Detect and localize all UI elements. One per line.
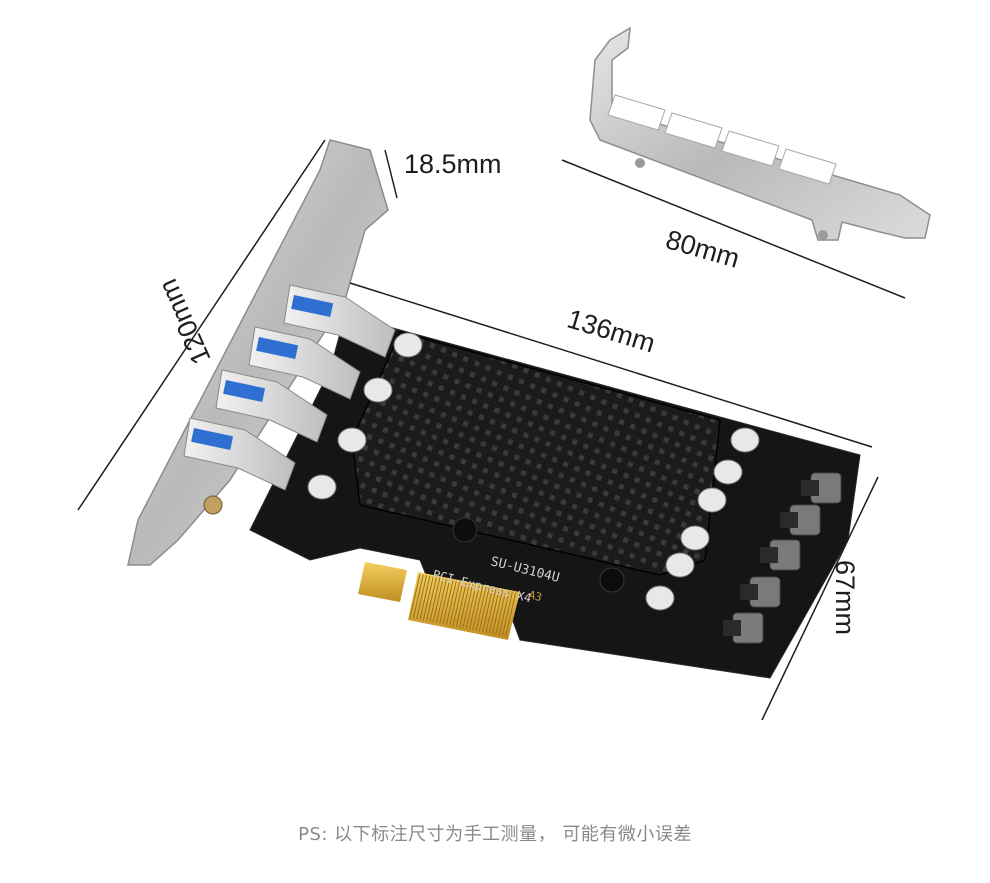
capacitor [363, 377, 393, 403]
usb-ports [183, 284, 396, 491]
dimension-lines [77, 139, 906, 721]
usb-port [215, 369, 328, 443]
capacitor [337, 427, 367, 453]
spare-low-profile-bracket [589, 26, 931, 241]
capacitor [307, 474, 337, 500]
inductor [780, 504, 821, 536]
inductor [723, 612, 764, 644]
capacitor [713, 459, 743, 485]
inductor [801, 472, 842, 504]
pcie-gold-fingers [358, 562, 520, 640]
board-revision-text: A3 [527, 588, 543, 604]
dim-label-18-5mm: 18.5mm [404, 149, 502, 179]
capacitor [680, 525, 710, 551]
usb-port [248, 326, 361, 400]
inductor [740, 576, 781, 608]
measurement-footnote: PS: 以下标注尺寸为手工测量， 可能有微小误差 [298, 824, 692, 845]
capacitor [697, 487, 727, 513]
capacitor [730, 427, 760, 453]
capacitor [393, 332, 423, 358]
heatsink [351, 331, 721, 593]
inductors [723, 472, 842, 644]
inductor [760, 539, 801, 571]
capacitor [645, 585, 675, 611]
capacitor [665, 552, 695, 578]
dim-label-67mm: 67mm [830, 559, 861, 636]
usb-port [283, 284, 396, 358]
capacitors [307, 332, 760, 611]
usb-port [183, 417, 296, 491]
